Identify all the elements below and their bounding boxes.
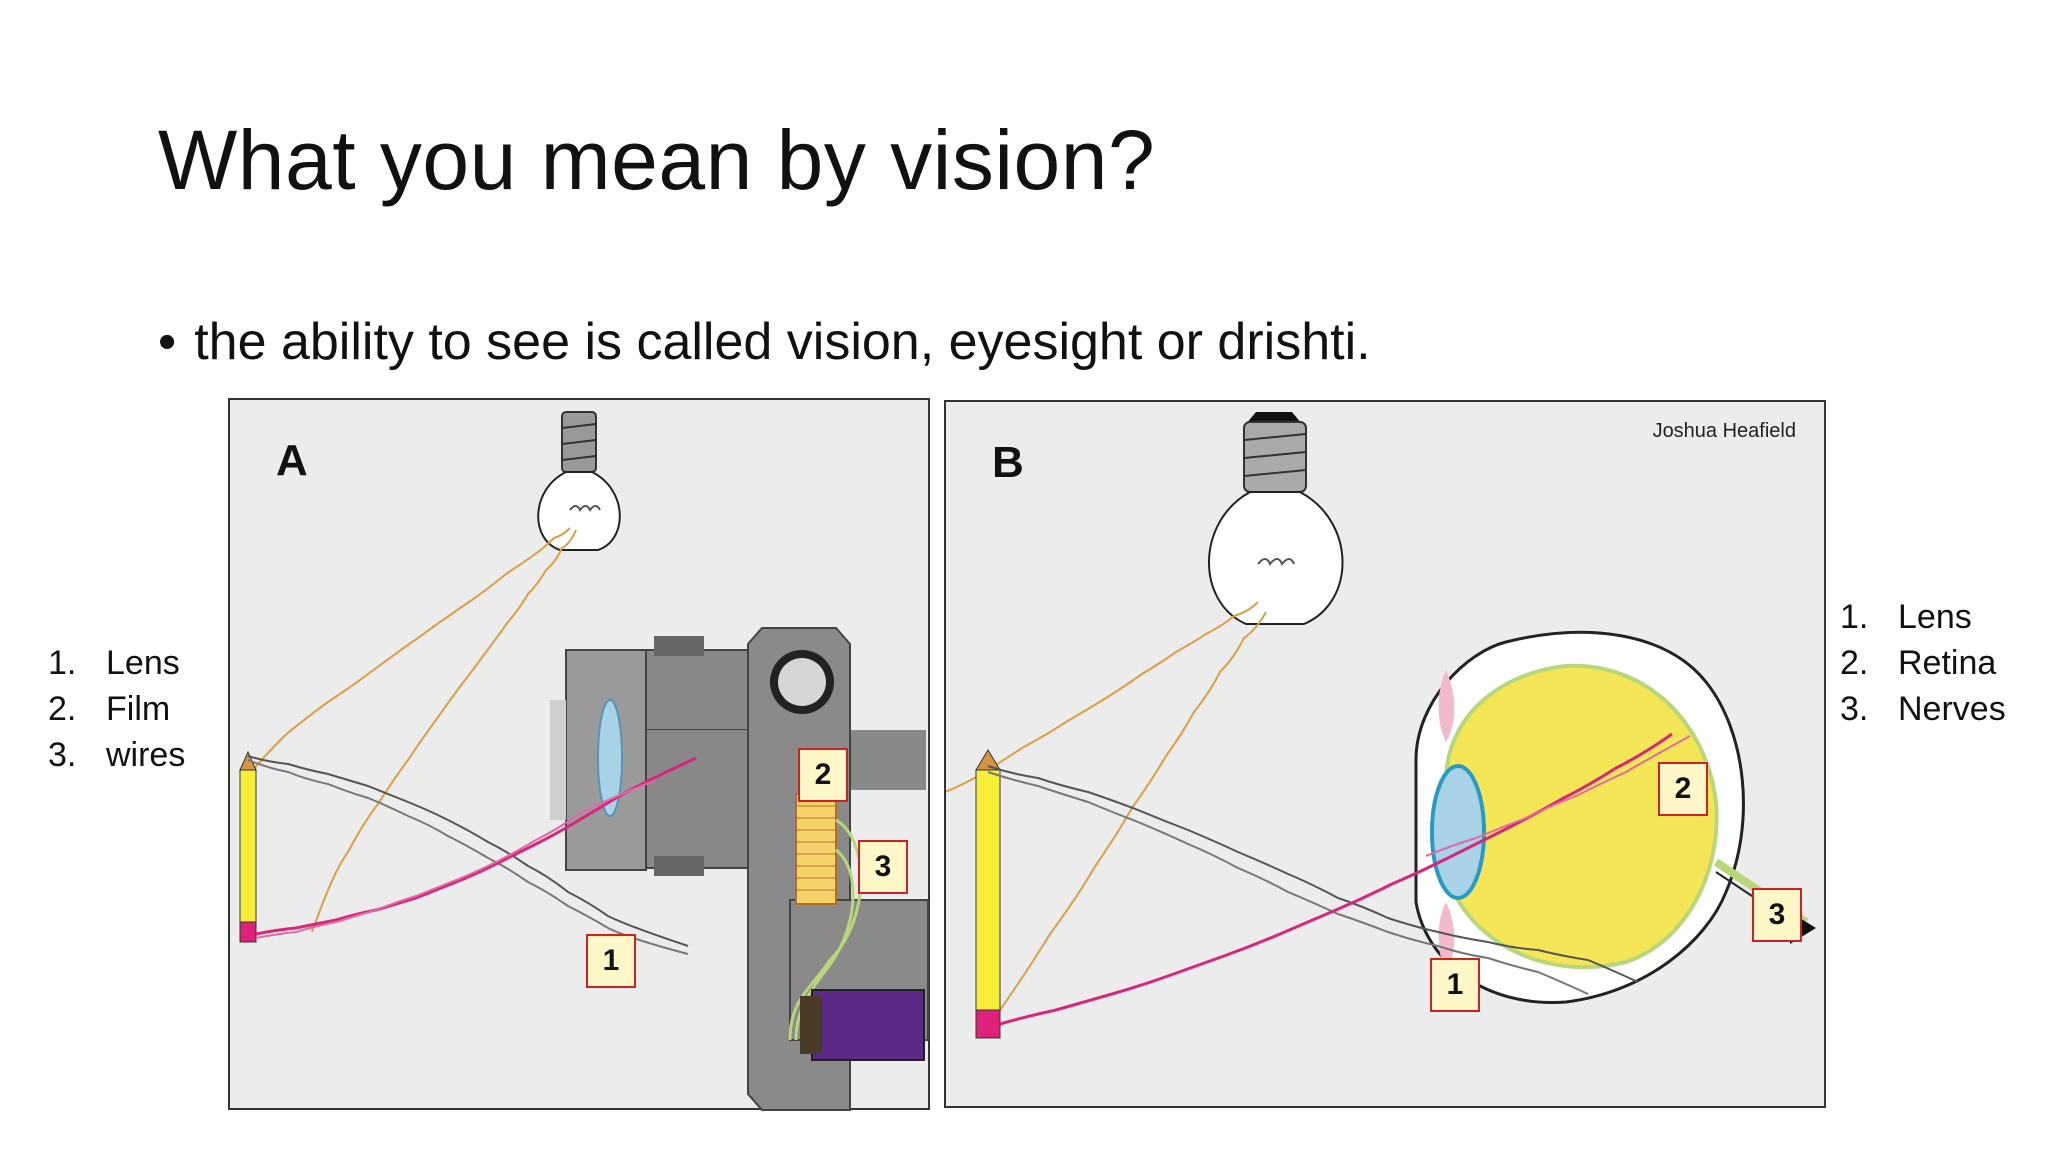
eye-illustration <box>946 412 1816 1039</box>
list-item: 1. Lens <box>48 640 185 686</box>
light-ray-orange <box>245 527 571 779</box>
pencil-icon <box>975 749 1001 1039</box>
light-ray-grey <box>247 755 689 947</box>
list-label: wires <box>106 736 186 774</box>
list-number: 1. <box>1840 598 1869 636</box>
camera-parts-list: 1. Lens 2. Film 3. wires <box>48 640 185 778</box>
light-ray-grey <box>987 771 1589 995</box>
figure-letter: A <box>276 436 308 485</box>
bullet-point: • the ability to see is called vision, ey… <box>158 312 1371 372</box>
light-ray-pink <box>255 779 657 939</box>
bullet-symbol: • <box>158 313 177 371</box>
camera-icon <box>550 627 929 1111</box>
bullet-text: the ability to see is called vision, eye… <box>194 313 1371 371</box>
slide-title: What you mean by vision? <box>158 113 1156 207</box>
light-ray-grey <box>987 765 1639 983</box>
list-number: 3. <box>48 736 77 774</box>
eye-icon <box>1414 630 1816 1005</box>
light-bulb-icon <box>1208 412 1344 625</box>
camera-illustration <box>239 411 929 1111</box>
eye-parts-list: 1. Lens 2. Retina 3. Nerves <box>1840 594 2006 732</box>
pencil-icon <box>239 750 257 943</box>
marker-nerves: 3 <box>1752 888 1802 942</box>
light-ray-orange <box>946 601 1259 793</box>
light-ray-orange <box>311 529 577 933</box>
list-item: 2. Retina <box>1840 640 2006 686</box>
list-label: Lens <box>106 644 180 682</box>
list-label: Lens <box>1898 598 1972 636</box>
list-item: 1. Lens <box>1840 594 2006 640</box>
light-ray-pink <box>1425 735 1691 857</box>
list-item: 3. wires <box>48 732 185 778</box>
light-ray-orange <box>995 611 1267 1017</box>
marker-wires: 3 <box>858 840 908 894</box>
list-item: 3. Nerves <box>1840 686 2006 732</box>
list-number: 3. <box>1840 690 1869 728</box>
list-number: 2. <box>48 690 77 728</box>
marker-lens: 1 <box>586 934 636 988</box>
list-item: 2. Film <box>48 686 185 732</box>
marker-lens: 1 <box>1430 958 1480 1012</box>
list-number: 1. <box>48 644 77 682</box>
light-ray-grey <box>247 759 689 955</box>
light-bulb-icon <box>537 411 621 551</box>
camera-diagram: A 2 3 1 <box>228 398 930 1111</box>
light-ray-pink <box>255 756 697 936</box>
eye-diagram: B Joshua Heafield 2 3 1 <box>944 400 1826 1108</box>
marker-retina: 2 <box>1658 762 1708 816</box>
list-label: Film <box>106 690 171 728</box>
list-number: 2. <box>1840 644 1869 682</box>
light-ray-pink <box>999 732 1673 1026</box>
marker-film: 2 <box>798 748 848 802</box>
list-label: Nerves <box>1898 690 2006 728</box>
image-credit: Joshua Heafield <box>1652 420 1796 442</box>
figure-letter: B <box>992 438 1024 487</box>
list-label: Retina <box>1898 644 1997 682</box>
